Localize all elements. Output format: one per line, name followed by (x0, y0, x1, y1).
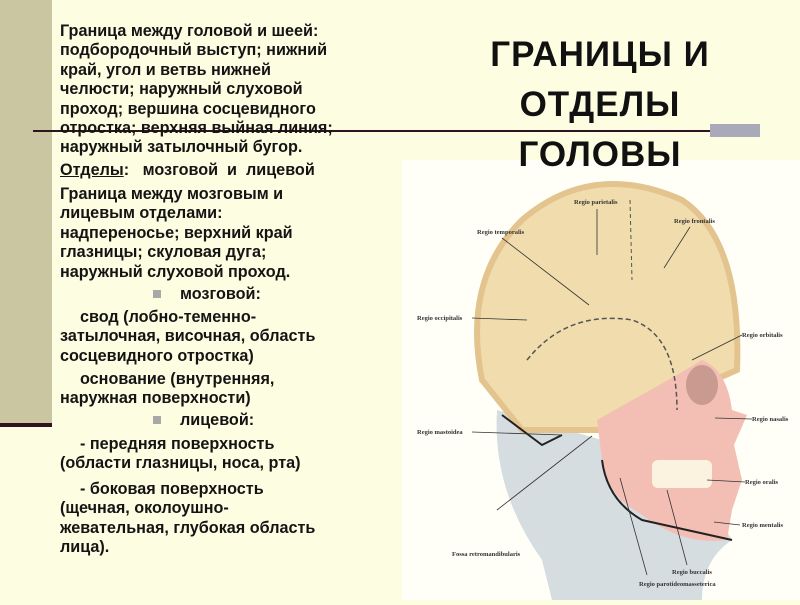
text-line: лицевой: (180, 411, 255, 429)
text-line: глазницы; скуловая дуга; (60, 243, 267, 262)
text-line: - боковая поверхность (80, 480, 264, 498)
text-line: проход; вершина сосцевидного (60, 99, 316, 118)
side-band (0, 0, 52, 424)
band-divider (0, 423, 52, 427)
label-retromandibularis: Fossa retromandibularis (452, 551, 521, 558)
label-mastoidea: Regio mastoidea (417, 429, 463, 436)
face-shape (597, 360, 747, 541)
divisions-line: Отделы: мозговой и лицевой (60, 161, 315, 180)
label-oralis: Regio oralis (745, 479, 779, 486)
text-line: - передняя поверхность (80, 435, 275, 453)
text-line: основание (внутренняя, (80, 370, 275, 388)
cranial-vault: свод (лобно-теменно- затылочная, височна… (60, 308, 315, 366)
bullet-cranial: мозговой: (180, 285, 261, 304)
facial-anterior: - передняя поверхность (области глазницы… (60, 435, 301, 474)
title-line: ГОЛОВЫ (518, 135, 682, 174)
cranial-base: основание (внутренняя, наружная поверхно… (60, 370, 274, 409)
label-parotideomasseterica: Regio parotideomasseterica (639, 581, 716, 588)
neck-shape (496, 410, 732, 600)
text-line: подбородочный выступ; нижний (60, 41, 328, 60)
text-line: Граница между мозговым и (60, 185, 284, 203)
title-line: ОТДЕЛЫ (519, 85, 681, 124)
text-line: сосцевидного отростка) (60, 346, 254, 365)
gray-accent-bar (710, 124, 760, 137)
text-line: лицевым отделами: (60, 204, 223, 223)
text-line: отростка; верхняя выйная линия; (60, 119, 333, 138)
text-line: Граница между головой и шеей: (60, 22, 319, 40)
text-line: надпереносье; верхний край (60, 223, 293, 242)
text-line: наружная поверхности) (60, 389, 251, 408)
head-regions-figure: Regio parietalis Regio temporalis Regio … (402, 160, 800, 600)
label-nasalis: Regio nasalis (752, 416, 789, 423)
head-neck-boundary: Граница между головой и шеей: подбородоч… (60, 22, 333, 158)
label-frontalis: Regio frontalis (674, 218, 715, 225)
divisions-text: : мозговой и лицевой (123, 161, 315, 179)
text-line: мозговой: (180, 285, 261, 303)
facial-lateral: - боковая поверхность (щечная, околоушно… (60, 480, 315, 558)
bullet-facial: лицевой: (180, 411, 254, 430)
cranial-facial-boundary: Граница между мозговым и лицевым отделам… (60, 185, 293, 282)
slide-title: ГРАНИЦЫ И ОТДЕЛЫ ГОЛОВЫ (450, 30, 750, 180)
divisions-label: Отделы (60, 161, 124, 179)
label-temporalis: Regio temporalis (477, 229, 525, 236)
text-line: (щечная, околоушно- (60, 499, 229, 518)
text-line: наружный затылочный бугор. (60, 138, 303, 157)
text-line: лица). (60, 538, 110, 557)
text-line: край, угол и ветвь нижней (60, 60, 271, 79)
label-orbitalis: Regio orbitalis (742, 332, 783, 339)
text-line: наружный слуховой проход. (60, 262, 291, 281)
title-line: ГРАНИЦЫ И (490, 35, 710, 74)
label-mentalis: Regio mentalis (742, 522, 783, 529)
text-line: жевательная, глубокая область (60, 518, 316, 537)
text-line: свод (лобно-теменно- (80, 308, 257, 326)
bullet-square-icon (153, 416, 161, 424)
text-line: (области глазницы, носа, рта) (60, 454, 301, 473)
label-parietalis: Regio parietalis (574, 199, 618, 206)
label-buccalis: Regio buccalis (672, 569, 712, 576)
label-occipitalis: Regio occipitalis (417, 315, 463, 322)
bullet-square-icon (153, 290, 161, 298)
text-line: затылочная, височная, область (60, 327, 316, 346)
text-line: челюсти; наружный слуховой (60, 80, 303, 99)
horizontal-rule (33, 130, 760, 132)
